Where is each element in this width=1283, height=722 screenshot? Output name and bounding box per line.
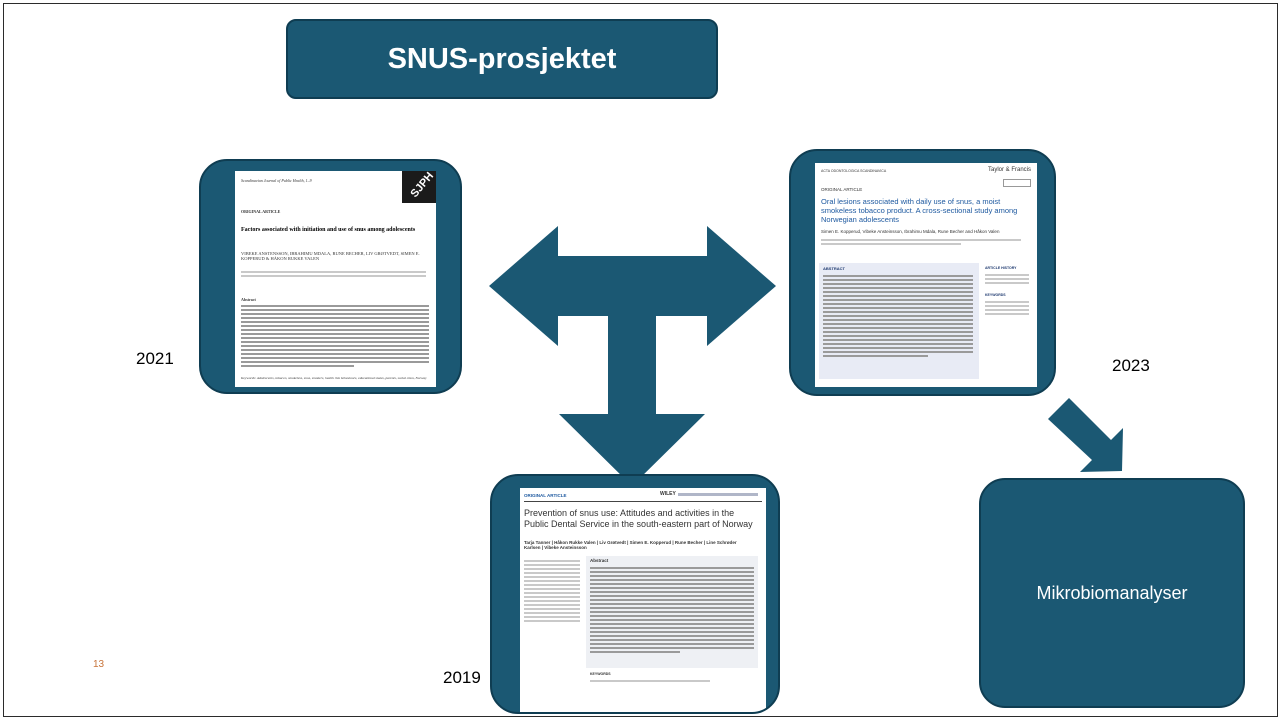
double-arrow bbox=[489, 226, 776, 346]
paper-2019-section: ORIGINAL ARTICLE bbox=[524, 493, 567, 498]
paper-2023-frame: ACTA ODONTOLOGICA SCANDINAVICA Taylor & … bbox=[789, 149, 1056, 396]
sjph-logo-text: SJPH bbox=[408, 171, 436, 200]
down-arrow bbox=[559, 314, 705, 486]
paper-2019-publisher: WILEY bbox=[660, 491, 676, 497]
slide-title: SNUS-prosjektet bbox=[286, 19, 718, 99]
paper-2019-rule bbox=[524, 501, 762, 502]
check-updates-badge bbox=[1003, 179, 1031, 187]
paper-2023-authors: Simen E. Kopperud, Vibeke Ansteinsson, I… bbox=[821, 229, 1000, 234]
paper-2021-title: Factors associated with initiation and u… bbox=[241, 227, 416, 233]
paper-2021-abstract-text bbox=[241, 303, 429, 369]
paper-2019-keywords-line bbox=[590, 678, 710, 684]
year-2023-label: 2023 bbox=[1112, 356, 1150, 375]
paper-2019-authors: Tarja Tanner | Håkon Rukke Valen | Liv G… bbox=[524, 540, 737, 550]
paper-2021-abstract-heading: Abstract bbox=[241, 297, 256, 302]
paper-2019-affiliations bbox=[524, 558, 580, 624]
arrows-graphic bbox=[489, 226, 1123, 486]
paper-2021-frame: Scandinavian Journal of Public Health, 1… bbox=[199, 159, 462, 394]
paper-2023-history-lines bbox=[985, 272, 1029, 286]
paper-2023-journal: ACTA ODONTOLOGICA SCANDINAVICA bbox=[821, 169, 887, 173]
paper-2023-keywords-lines bbox=[985, 299, 1029, 317]
paper-2023-affiliation bbox=[821, 237, 1021, 247]
paper-2019-frame: ORIGINAL ARTICLE WILEY Prevention of snu… bbox=[490, 474, 780, 714]
paper-2019[interactable]: ORIGINAL ARTICLE WILEY Prevention of snu… bbox=[520, 488, 766, 712]
paper-2023-abstract-box: ABSTRACT bbox=[819, 263, 979, 379]
page-number: 13 bbox=[93, 659, 105, 670]
paper-2019-keywords-heading: KEYWORDS bbox=[590, 672, 611, 676]
slide: SNUS-prosjektet Scandinavian Journal of … bbox=[3, 3, 1278, 717]
year-2019-label: 2019 bbox=[443, 668, 481, 687]
paper-2021-affiliation bbox=[241, 269, 426, 279]
paper-2021-journal: Scandinavian Journal of Public Health, 1… bbox=[241, 178, 312, 183]
paper-2023-section: ORIGINAL ARTICLE bbox=[821, 187, 863, 192]
paper-2023-title: Oral lesions associated with daily use o… bbox=[821, 197, 1018, 224]
paper-2023-publisher: Taylor & Francis bbox=[987, 167, 1031, 173]
sjph-logo: SJPH bbox=[402, 171, 436, 203]
paper-2019-title: Prevention of snus use: Attitudes and ac… bbox=[524, 508, 753, 529]
paper-2021-section: ORIGINAL ARTICLE bbox=[241, 209, 281, 214]
paper-2019-journal-bar bbox=[678, 493, 758, 496]
paper-2021-keywords: Keywords: Adolescents, tobacco, smokeles… bbox=[241, 376, 427, 380]
mikrobiomanalyser-box[interactable]: Mikrobiomanalyser bbox=[979, 478, 1245, 708]
paper-2021[interactable]: Scandinavian Journal of Public Health, 1… bbox=[235, 171, 436, 387]
paper-2023[interactable]: ACTA ODONTOLOGICA SCANDINAVICA Taylor & … bbox=[815, 163, 1037, 387]
paper-2019-abstract-box: Abstract bbox=[586, 556, 758, 668]
paper-2023-history-heading: ARTICLE HISTORY bbox=[985, 266, 1017, 270]
paper-2021-authors: VIBEKE ANSTENSSON, IBRAHIMU MDALA, RUNE … bbox=[241, 251, 420, 261]
paper-2023-abstract-heading: ABSTRACT bbox=[823, 266, 845, 271]
diagonal-arrow bbox=[1048, 398, 1123, 472]
paper-2019-abstract-heading: Abstract bbox=[590, 558, 609, 563]
year-2021-label: 2021 bbox=[136, 349, 174, 368]
paper-2023-keywords-heading: KEYWORDS bbox=[985, 293, 1006, 297]
